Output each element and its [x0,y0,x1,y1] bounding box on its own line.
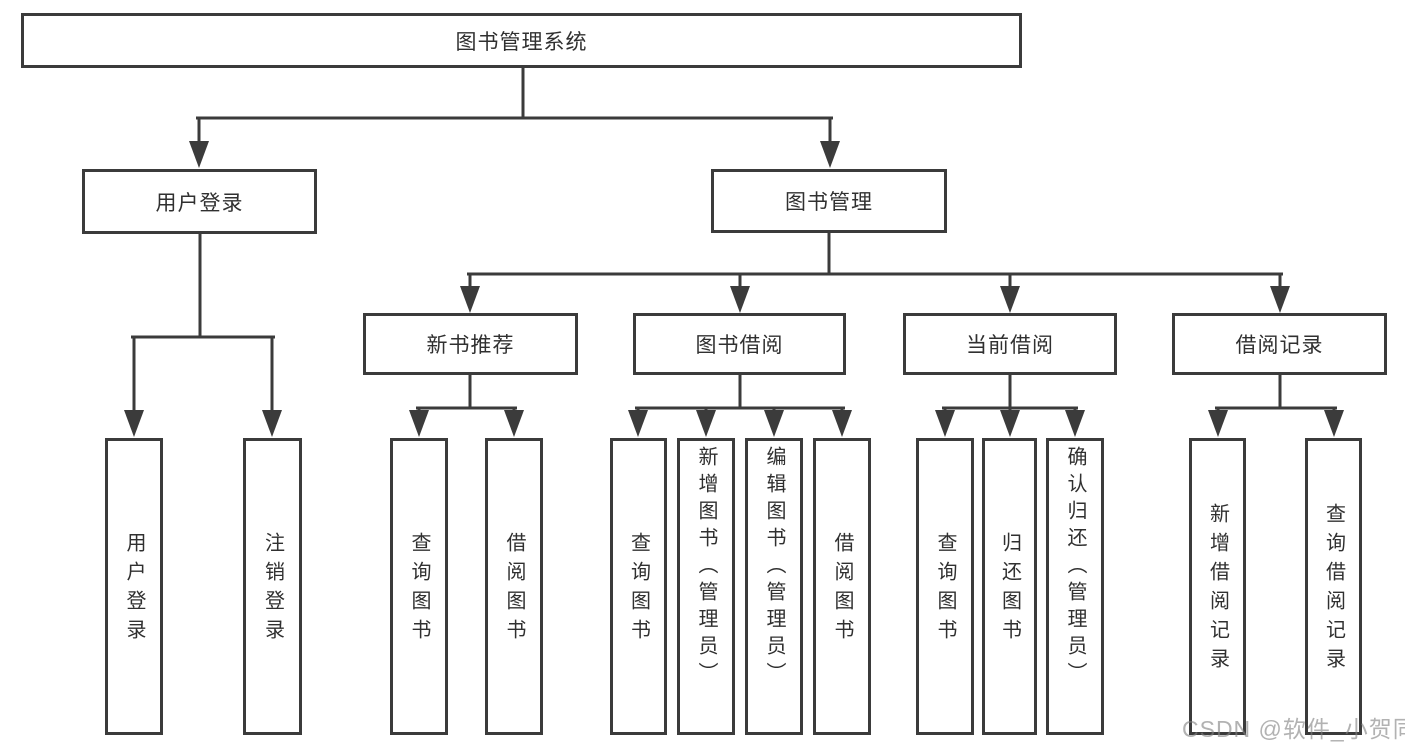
leaf-label: 注销登录 [261,531,284,648]
leaf-label: 归还图书 [998,531,1021,648]
leaf-query-books-3: 查询图书 [916,438,974,735]
arrow [696,410,716,437]
leaf-query-books-2: 查询图书 [610,438,667,735]
arrow [935,410,955,437]
node-label: 用户登录 [155,191,244,215]
arrow [460,286,480,313]
leaf-query-borrow-record: 查询借阅记录 [1305,438,1362,735]
leaf-borrow-books-1: 借阅图书 [485,438,543,735]
leaf-add-borrow-record: 新增借阅记录 [1189,438,1246,735]
arrow [730,286,750,313]
leaf-label: 用户登录 [123,531,145,648]
arrow [1000,286,1020,313]
leaf-logout: 注销登录 [243,438,302,735]
leaf-label: 借阅图书 [503,531,525,648]
arrow [124,410,144,437]
node-label: 图书借阅 [695,334,784,357]
leaf-label: 编辑图书（管理员） [763,446,785,689]
node-label: 借阅记录 [1235,334,1324,357]
node-borrowing-records: 借阅记录 [1172,313,1387,375]
arrow [628,410,648,437]
leaf-label: 查询图书 [934,531,956,648]
csdn-watermark: CSDN @软件_小贺同学 [1182,716,1405,742]
arrow [409,410,429,437]
leaf-borrow-books-2: 借阅图书 [813,438,871,735]
leaf-edit-books-admin: 编辑图书（管理员） [745,438,803,735]
leaf-label: 确认归还（管理员） [1064,446,1086,689]
node-library-management-system: 图书管理系统 [21,13,1022,68]
node-new-book-recommend: 新书推荐 [363,313,578,375]
arrow [189,141,209,168]
leaf-confirm-return-admin: 确认归还（管理员） [1046,438,1104,735]
arrow [1324,410,1344,437]
node-current-borrowing: 当前借阅 [903,313,1117,375]
node-label: 图书管理 [785,191,873,214]
leaf-label: 查询图书 [408,531,430,648]
node-book-borrowing: 图书借阅 [633,313,846,375]
node-book-management: 图书管理 [711,169,947,233]
leaf-label: 新增借阅记录 [1206,502,1229,677]
node-label: 当前借阅 [966,334,1054,357]
leaf-query-books-1: 查询图书 [390,438,448,735]
leaf-return-books: 归还图书 [982,438,1037,735]
arrow [820,141,840,168]
leaf-user-login: 用户登录 [105,438,163,735]
arrow [1065,410,1085,437]
node-user-login: 用户登录 [82,169,317,234]
leaf-label: 借阅图书 [831,531,853,648]
arrow [504,410,524,437]
leaf-label: 查询借阅记录 [1322,502,1345,677]
leaf-add-books-admin: 新增图书（管理员） [677,438,735,735]
arrow [1270,286,1290,313]
arrow [764,410,784,437]
arrow [1000,410,1020,437]
node-label: 图书管理系统 [455,30,588,54]
node-label: 新书推荐 [426,334,515,357]
leaf-label: 查询图书 [627,531,650,648]
arrow [1208,410,1228,437]
arrow [832,410,852,437]
leaf-label: 新增图书（管理员） [695,446,717,689]
arrowheads [124,141,1344,437]
arrow [262,410,282,437]
